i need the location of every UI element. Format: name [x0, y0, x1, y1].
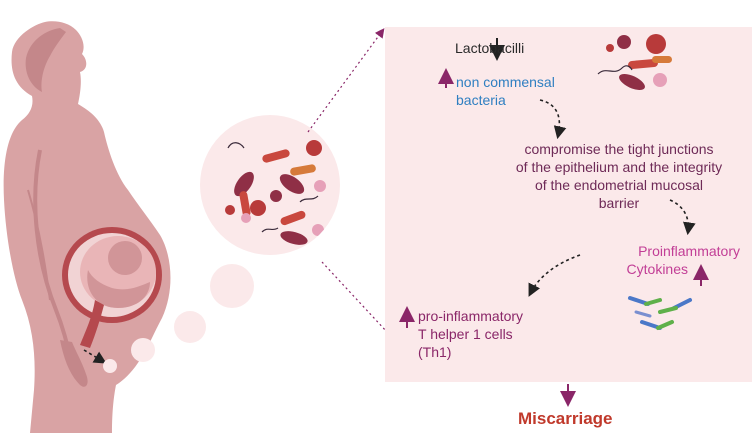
th1-label-line1: pro-inflammatory	[418, 308, 524, 324]
proinflammatory-label-line1: Proinflammatory	[638, 243, 740, 259]
flow-arrow-3	[528, 254, 581, 297]
compromise-label-line2: of the epithelium and the integrity	[515, 159, 723, 175]
cytokine-molecule-icon	[628, 296, 692, 330]
miscarriage-label: Miscarriage	[518, 409, 613, 428]
th1-label-line2: T helper 1 cells	[418, 326, 513, 342]
non-commensal-label-line2: bacteria	[456, 92, 506, 108]
lactobacilli-label: Lactobacilli	[455, 40, 525, 56]
fetus-in-uterus-icon	[62, 227, 162, 348]
flow-arrow-1	[539, 99, 567, 140]
compromise-label-line3: of the endometrial mucosal	[534, 177, 704, 193]
compromise-label-line1: compromise the tight junctions	[524, 141, 714, 157]
proinflammatory-label-line2: Cytokines	[626, 261, 688, 277]
upper-connector-line	[307, 28, 385, 133]
thought-bubble-icon	[103, 115, 340, 373]
compromise-label-line4: barrier	[598, 195, 640, 211]
non-commensal-label-line1: non commensal	[456, 74, 555, 90]
th1-label-line3: (Th1)	[418, 344, 452, 360]
bacteria-cluster-icon	[225, 140, 326, 245]
bacteria-inset-icon	[597, 34, 672, 91]
vaginal-pathway-arrow	[83, 349, 107, 364]
pregnant-woman-illustration	[3, 21, 171, 433]
flow-arrow-2	[669, 199, 696, 236]
